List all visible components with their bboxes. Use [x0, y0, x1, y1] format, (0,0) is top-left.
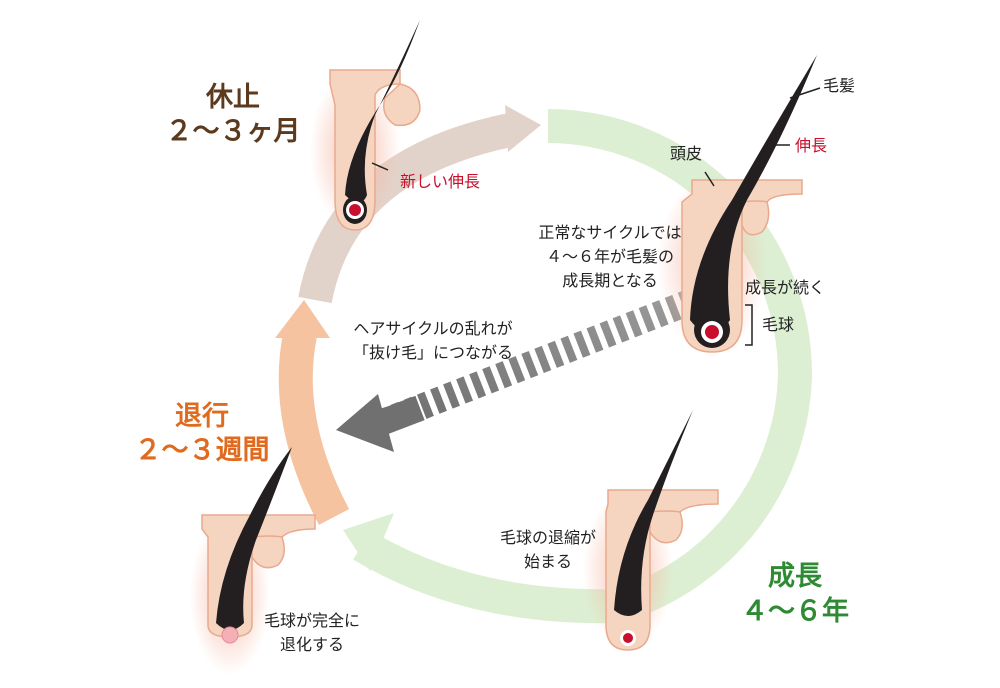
hair-bulb-icon	[705, 325, 719, 339]
disorder-line1: ヘアサイクルの乱れが	[353, 319, 512, 338]
growth-cycle-arrow	[353, 109, 813, 624]
growth-follicle	[657, 55, 817, 355]
shrinking-follicle	[583, 410, 719, 651]
regressed-follicle	[190, 447, 316, 675]
regression-phase-name: 退行	[175, 400, 229, 432]
growth-phase-name: 成長	[768, 561, 823, 592]
growth-arrow-head	[343, 513, 394, 571]
regress-line1: 毛球が完全に	[264, 611, 360, 630]
dashed-arrow-icon	[336, 289, 695, 452]
hair-bulb-icon	[623, 633, 633, 643]
label-scalp: 頭皮	[670, 144, 702, 163]
normal-cycle-line1: 正常なサイクルでは	[538, 223, 681, 242]
normal-cycle-line2: ４～６年が毛髪の	[546, 247, 674, 266]
label-hair-shaft: 毛髪	[823, 76, 855, 95]
regression-phase-duration: ２～３週間	[135, 435, 270, 466]
hair-bulb-icon	[221, 626, 239, 644]
resting-phase-duration: ２～３ヶ月	[166, 116, 301, 147]
label-new-elongation: 新しい伸長	[400, 172, 480, 191]
shrink-line1: 毛球の退縮が	[500, 528, 596, 547]
label-elongation: 伸長	[795, 136, 827, 155]
hair-bulb-icon	[349, 204, 361, 216]
label-growth-continues: 成長が続く	[745, 278, 825, 297]
resting-phase-name: 休止	[205, 82, 260, 113]
normal-cycle-line3: 成長期となる	[562, 271, 658, 290]
growth-phase-duration: ４～６年	[741, 595, 849, 627]
label-hair-bulb: 毛球	[762, 315, 794, 334]
resting-follicle	[310, 20, 421, 231]
resting-arrow-head	[505, 105, 541, 152]
regress-line2: 退化する	[280, 635, 344, 654]
regression-cycle-arrow	[278, 331, 350, 525]
disorder-line2: 「抜け毛」につながる	[353, 343, 513, 362]
shrink-line2: 始まる	[524, 552, 572, 571]
regression-arrow-head	[275, 300, 330, 338]
